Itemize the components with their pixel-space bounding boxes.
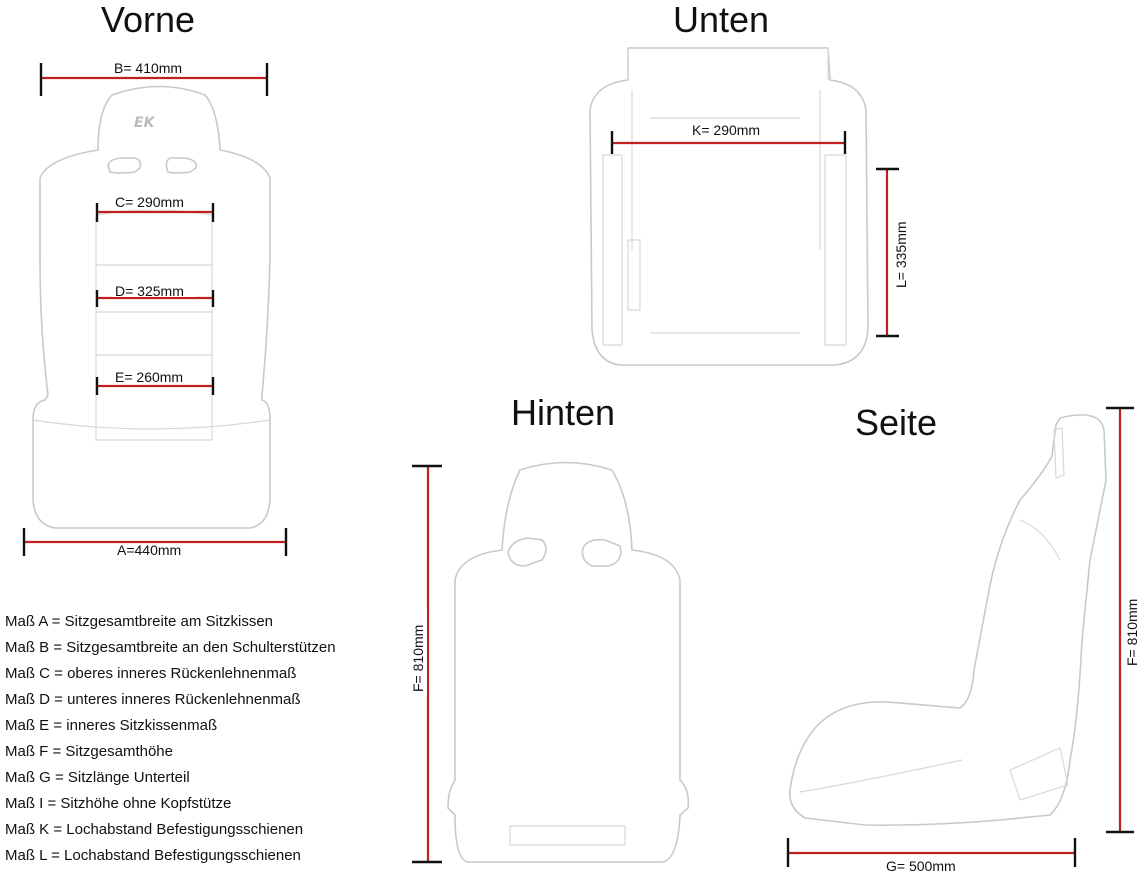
legend-item-i: Maß I = Sitzhöhe ohne Kopfstütze [5, 795, 232, 812]
dimension-e: E= 260mm [95, 369, 215, 395]
side-seat-drawing [788, 414, 1107, 826]
dimension-f-side-label: F= 810mm [1124, 599, 1140, 666]
legend-item-f: Maß F = Sitzgesamthöhe [5, 743, 173, 760]
dimension-e-label: E= 260mm [115, 369, 183, 385]
dimension-g: G= 500mm [786, 838, 1077, 874]
front-logo: EK [134, 115, 156, 131]
dimension-c-label: C= 290mm [115, 194, 184, 210]
dimension-l-label: L= 335mm [893, 221, 909, 288]
legend-item-c: Maß C = oberes inneres Rückenlehnenmaß [5, 665, 297, 682]
dimension-k: K= 290mm [610, 122, 847, 154]
back-seat-drawing [447, 461, 690, 863]
view-title-back: Hinten [511, 392, 616, 433]
dimension-f-back: F= 810mm [410, 464, 442, 864]
dimension-f-side: F= 810mm [1106, 406, 1140, 834]
dimension-legend: Maß A = Sitzgesamtbreite am Sitzkissen M… [5, 609, 336, 869]
dimension-b-label: B= 410mm [114, 60, 182, 76]
dimension-f-back-label: F= 810mm [410, 625, 426, 692]
bottom-seat-drawing [589, 47, 869, 366]
dimension-k-label: K= 290mm [692, 122, 760, 138]
dimension-d: D= 325mm [95, 283, 215, 307]
dimension-a: A=440mm [22, 528, 288, 558]
legend-item-g: Maß G = Sitzlänge Unterteil [5, 769, 190, 786]
dimension-b: B= 410mm [39, 60, 269, 96]
legend-item-e: Maß E = inneres Sitzkissenmaß [5, 717, 218, 734]
dimension-d-label: D= 325mm [115, 283, 184, 299]
view-title-front: Vorne [101, 0, 196, 40]
legend-item-k: Maß K = Lochabstand Befestigungsschienen [5, 821, 304, 838]
legend-item-l: Maß L = Lochabstand Befestigungsschienen [5, 847, 301, 864]
view-title-side: Seite [855, 402, 938, 443]
legend-item-d: Maß D = unteres inneres Rückenlehnenmaß [5, 691, 301, 708]
front-seat-drawing: EK [32, 85, 271, 529]
view-title-bottom: Unten [673, 0, 770, 40]
dimension-l: L= 335mm [876, 167, 909, 338]
legend-item-a: Maß A = Sitzgesamtbreite am Sitzkissen [5, 613, 274, 630]
dimension-a-label: A=440mm [117, 542, 181, 558]
legend-item-b: Maß B = Sitzgesamtbreite an den Schulter… [5, 639, 336, 656]
dimension-g-label: G= 500mm [886, 858, 956, 874]
dimension-c: C= 290mm [95, 194, 215, 222]
